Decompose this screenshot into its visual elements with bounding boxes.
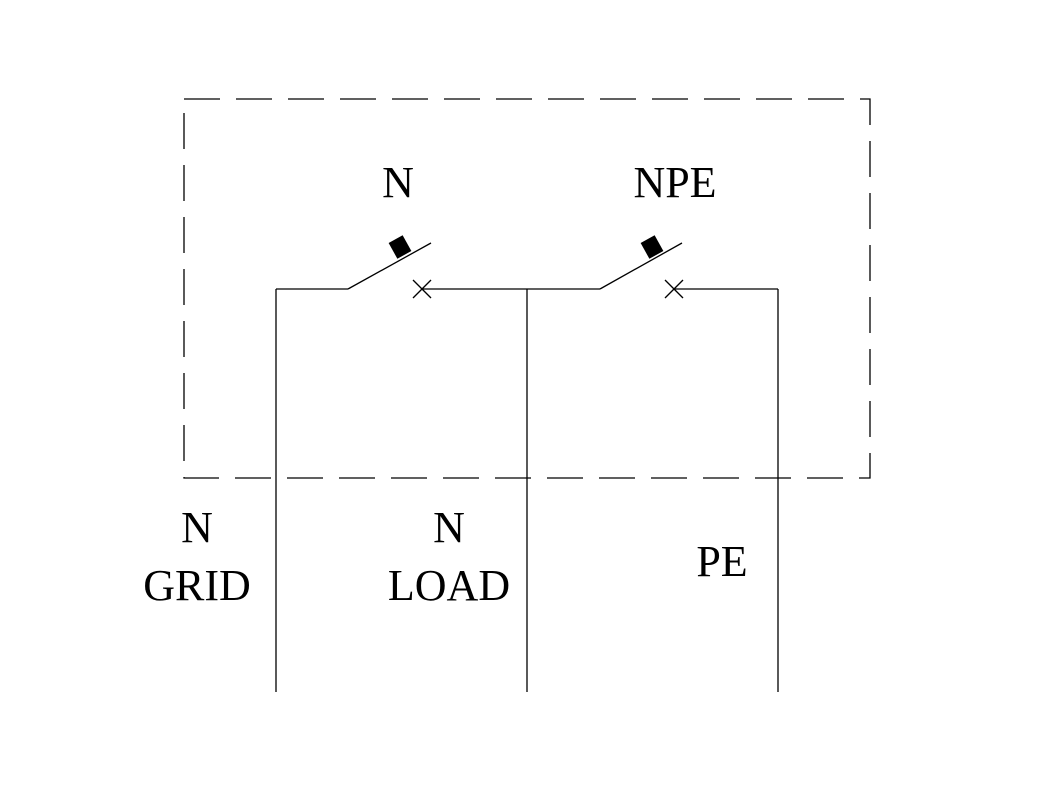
breaker-actuator-icon — [388, 235, 412, 259]
switch-label-npe: NPE — [633, 158, 716, 207]
terminal-n-grid-line2: GRID — [143, 561, 251, 610]
breaker-actuator-icon — [640, 235, 664, 259]
switch-label-n: N — [382, 158, 414, 207]
terminal-pe-label: PE — [696, 537, 747, 586]
n-breaker-switch — [276, 235, 527, 299]
terminal-n-load-line2: LOAD — [388, 561, 510, 610]
terminal-n-load-line1: N — [433, 503, 465, 552]
npe-breaker-switch — [527, 235, 778, 299]
terminal-n-grid-line1: N — [181, 503, 213, 552]
